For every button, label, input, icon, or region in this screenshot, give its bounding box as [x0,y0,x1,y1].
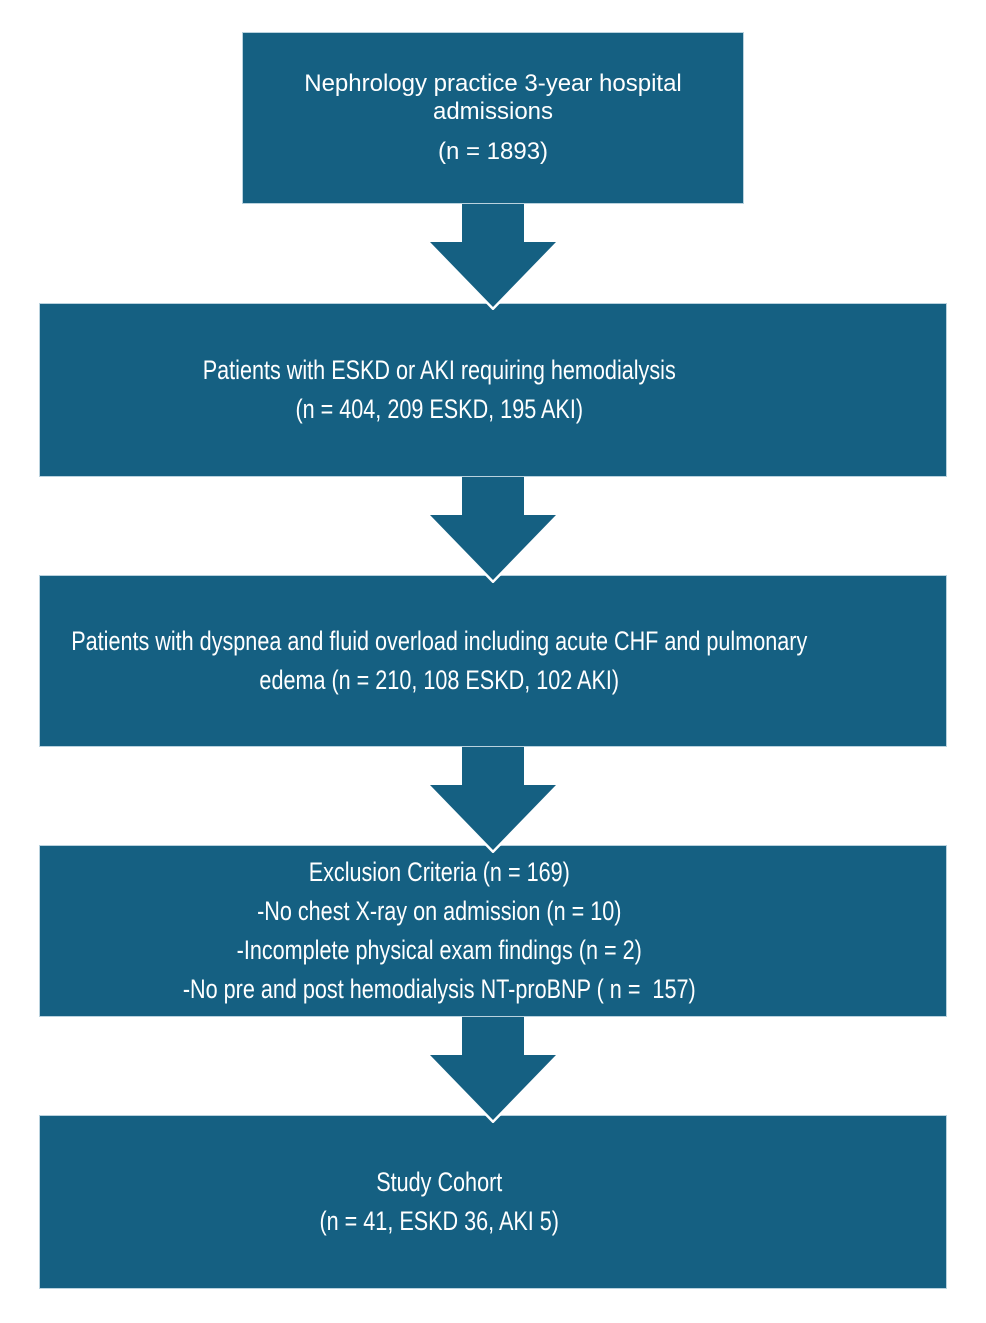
node-text-line: Nephrology practice 3-year hospital admi… [304,70,689,125]
node-bullet-line: -No pre and post hemodialysis NT-proBNP … [182,974,696,1004]
down-arrow-icon [430,1017,556,1123]
flow-node-dyspnea-fluid-overload: Patients with dyspnea and fluid overload… [39,575,947,747]
node-count-line: (n = 41, ESKD 36, AKI 5) [319,1206,560,1236]
node-text-line: Patients with ESKD or AKI requiring hemo… [202,355,676,385]
node-bullet-line: -No chest X-ray on admission (n = 10) [257,896,622,926]
node-bullet-line: -Incomplete physical exam findings (n = … [236,935,642,965]
down-arrow-icon [430,204,556,310]
node-text-line: Patients with dyspnea and fluid overload… [71,626,808,656]
down-arrow-icon [430,477,556,583]
flow-node-hemodialysis-patients: Patients with ESKD or AKI requiring hemo… [39,303,947,477]
node-count-line: (n = 1893) [437,138,549,165]
node-count-line: (n = 404, 209 ESKD, 195 AKI) [295,394,584,424]
node-title-line: Study Cohort [376,1167,503,1197]
flow-node-study-cohort: Study Cohort (n = 41, ESKD 36, AKI 5) [39,1115,947,1289]
flow-node-exclusion-criteria: Exclusion Criteria (n = 169) -No chest X… [39,845,947,1017]
down-arrow-icon [430,747,556,853]
flow-node-hospital-admissions: Nephrology practice 3-year hospital admi… [242,32,744,204]
node-title-line: Exclusion Criteria (n = 169) [308,857,570,887]
node-text-line: edema (n = 210, 108 ESKD, 102 AKI) [259,665,620,695]
